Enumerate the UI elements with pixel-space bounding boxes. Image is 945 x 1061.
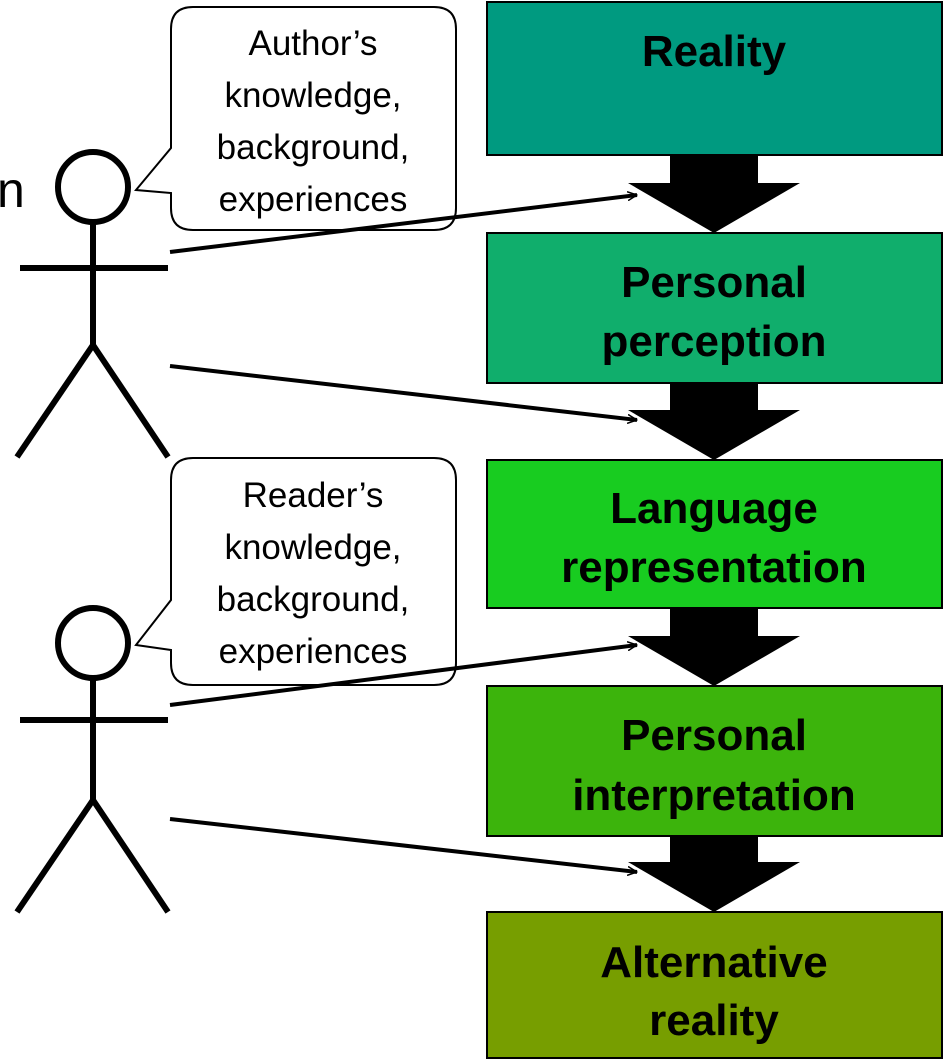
cutoff-text: n	[0, 162, 25, 218]
box-language-representation-line-1: Language	[610, 484, 818, 533]
stick-figure-reader-left-leg	[14, 798, 96, 914]
box-personal-perception: Personal perception	[486, 232, 943, 384]
speech-bubble-reader-line-4: experiences	[219, 632, 408, 671]
speech-bubble-reader-line-3: background,	[217, 580, 410, 619]
speech-bubble-author-line-3: background,	[217, 128, 410, 167]
box-language-representation-rect	[486, 459, 943, 609]
box-personal-interpretation: Personal interpretation	[486, 685, 943, 837]
speech-bubble-reader-shape	[134, 457, 457, 686]
down-arrow-2	[628, 383, 800, 460]
speech-bubble-reader: Reader’s knowledge, background, experien…	[134, 457, 457, 686]
stick-figure-author-right-leg	[90, 343, 171, 459]
speech-bubble-reader-line-2: knowledge,	[224, 528, 401, 567]
box-alternative-reality-line-2: reality	[649, 996, 779, 1045]
box-alternative-reality-line-1: Alternative	[600, 938, 827, 987]
speech-bubble-author: Author’s knowledge, background, experien…	[134, 6, 457, 231]
box-personal-perception-line-2: perception	[602, 317, 827, 366]
connector-arrow-1	[169, 195, 637, 254]
box-reality: Reality	[486, 1, 943, 156]
box-personal-perception-line-1: Personal	[621, 258, 807, 307]
box-personal-interpretation-rect	[486, 685, 943, 837]
connector-arrow-3	[169, 645, 637, 707]
down-arrow-3	[628, 608, 800, 686]
box-alternative-reality-rect	[486, 911, 943, 1059]
speech-bubble-author-line-4: experiences	[219, 180, 408, 219]
box-personal-interpretation-line-1: Personal	[621, 711, 807, 760]
box-reality-rect	[486, 1, 943, 156]
stick-figure-reader	[14, 605, 171, 914]
box-personal-perception-rect	[486, 232, 943, 384]
box-personal-interpretation-line-2: interpretation	[572, 771, 856, 820]
stick-figure-reader-head	[55, 605, 131, 681]
speech-bubble-author-shape	[134, 6, 457, 231]
box-alternative-reality: Alternative reality	[486, 911, 943, 1059]
stick-figure-reader-right-leg	[90, 798, 171, 914]
connector-arrow-2	[169, 364, 637, 420]
connector-arrow-4	[169, 817, 637, 872]
connector-arrows	[169, 195, 637, 872]
down-arrow-1	[628, 155, 800, 233]
box-language-representation-line-2: representation	[561, 543, 867, 592]
stick-figure-author-left-leg	[14, 343, 96, 459]
stick-figure-author	[14, 149, 171, 459]
stick-figure-author-head	[55, 149, 131, 225]
down-arrow-4	[628, 836, 800, 912]
speech-bubble-author-line-2: knowledge,	[224, 76, 401, 115]
speech-bubble-author-line-1: Author’s	[248, 24, 377, 63]
box-language-representation: Language representation	[486, 459, 943, 609]
speech-bubble-reader-line-1: Reader’s	[243, 476, 384, 515]
box-reality-line-1: Reality	[642, 27, 787, 76]
